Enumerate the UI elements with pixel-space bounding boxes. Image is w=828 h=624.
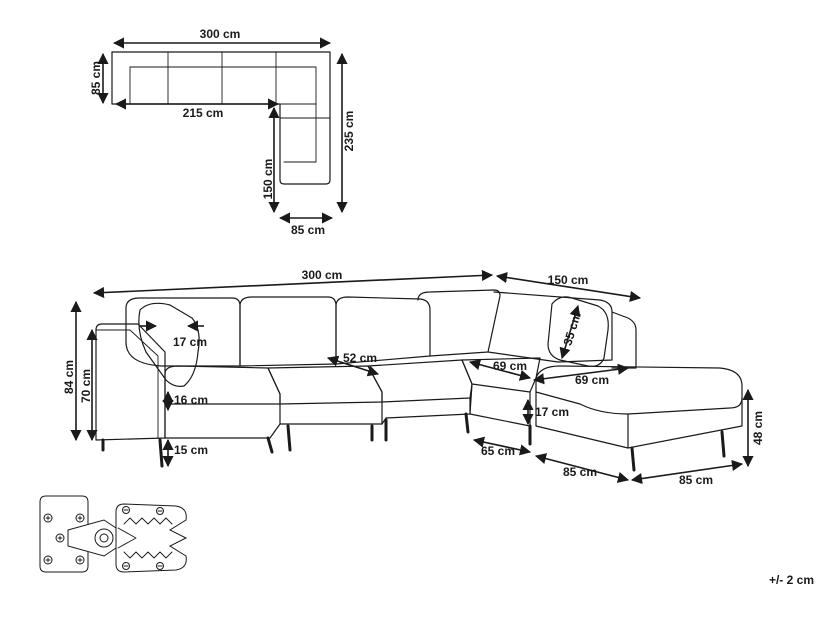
screw-icon: [156, 507, 164, 515]
plan-outline: [111, 51, 331, 185]
back-cushion-1: [125, 297, 241, 367]
leg: [630, 446, 636, 472]
leg: [158, 438, 164, 468]
ottoman-depth-label: 85 cm: [563, 465, 597, 479]
back-cushion-4: [417, 289, 501, 357]
bracket-plate-left: [39, 495, 89, 573]
corner-base-arrow: [472, 436, 532, 456]
ottoman-leg-label: 17 cm: [535, 405, 569, 419]
ottoman-width-label: 85 cm: [679, 473, 713, 487]
bracket-wedge: [117, 527, 137, 549]
plan-depth-label: 85 cm: [89, 61, 103, 95]
back-cushion-height-label: 35 cm: [561, 311, 584, 348]
seat-cushion-3: [367, 359, 473, 403]
seat-thickness-label: 16 cm: [174, 393, 208, 407]
right-arm: [611, 311, 637, 369]
sofa-base-lower: [279, 401, 383, 425]
seat-cushion-2: [267, 365, 383, 405]
sofa-total-height-label: 84 cm: [62, 360, 76, 394]
leg-height-label: 15 cm: [174, 443, 208, 457]
sofa-chaise-width-arrow: [495, 271, 642, 303]
screw-icon: [122, 506, 130, 514]
corner-depth-a-label: 69 cm: [493, 359, 527, 373]
back-cushion-corner: [487, 291, 613, 363]
screw-icon: [43, 513, 53, 523]
plan-width-label: 300 cm: [200, 27, 241, 41]
ottoman-height-label: 48 cm: [751, 411, 765, 445]
screw-icon: [75, 555, 85, 565]
bracket-plate-right: [115, 503, 188, 573]
plan-height-label: 235 cm: [342, 111, 356, 152]
bracket-teeth-top: [123, 517, 173, 525]
seat-depth-label: 52 cm: [343, 351, 377, 365]
plan-bottom-depth-label: 85 cm: [291, 223, 325, 237]
screw-icon: [156, 562, 164, 570]
screw-icon: [43, 555, 53, 565]
sofa-back-height-label: 70 cm: [79, 369, 93, 403]
plan-inner-length-label: 215 cm: [183, 106, 224, 120]
ottoman-depth-arrow: [534, 453, 630, 483]
top-plan-view: 300 cm 85 cm 215 cm 235 cm 150 cm 85 cm: [89, 27, 356, 237]
tolerance-note: +/- 2 cm: [769, 573, 814, 587]
corner-depth-b-arrow: [532, 363, 630, 385]
leg: [266, 436, 274, 454]
back-cushion-2: [239, 296, 337, 367]
perspective-sofa-view: 300 cm 150 cm 84 cm 70 cm: [62, 268, 765, 487]
connector-hardware-detail: [39, 495, 188, 573]
throw-pillow: [138, 302, 200, 387]
ottoman-base: [535, 391, 743, 449]
seat-depth-arrow: [326, 355, 380, 377]
sofa-chaise-width-label: 150 cm: [548, 273, 589, 287]
connector-pivot-inner: [99, 533, 109, 543]
bracket-teeth-bottom: [123, 551, 173, 559]
left-arm-edge: [95, 329, 159, 439]
plan-inner-height-label: 150 cm: [261, 159, 275, 200]
sofa-width-arrow: [92, 269, 494, 299]
left-arm: [95, 323, 166, 441]
sofa-base-front: [164, 397, 471, 439]
chaise-back-pillow: [547, 296, 609, 367]
screw-icon: [122, 562, 130, 570]
corner-base-label: 65 cm: [481, 444, 515, 458]
leg: [286, 424, 292, 452]
ottoman-width-arrow: [630, 459, 744, 485]
screw-icon: [75, 513, 85, 523]
corner-depth-a-arrow: [468, 359, 532, 381]
leg: [720, 430, 726, 458]
arm-width-label: 17 cm: [173, 335, 207, 349]
screw-icon: [55, 533, 65, 543]
sofa-width-label: 300 cm: [302, 268, 343, 282]
plan-back-rail: [129, 66, 317, 163]
corner-depth-b-label: 69 cm: [575, 373, 609, 387]
back-cushion-3: [335, 296, 431, 365]
back-cushion-height-arrow: [559, 304, 581, 360]
leg: [464, 412, 470, 434]
